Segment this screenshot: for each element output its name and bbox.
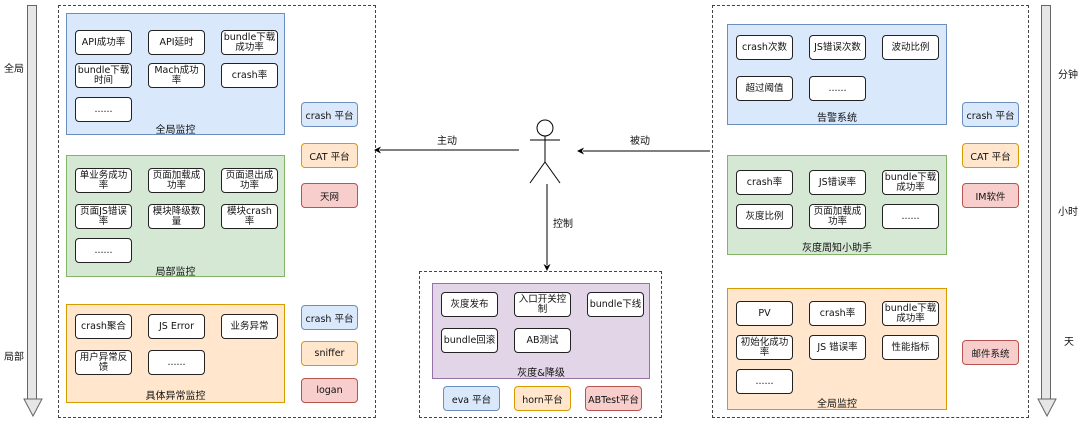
active-label: 主动	[437, 136, 457, 147]
metric-box: 性能指标	[882, 335, 939, 360]
platform-badge: crash 平台	[301, 305, 358, 330]
metric-box: 模块crash率	[221, 204, 278, 229]
metric-box: crash率	[736, 170, 793, 195]
gray-release-panel: 灰度发布 入口开关控制 bundle下线 bundle回滚 AB测试 灰度&降级	[432, 283, 650, 379]
metric-box-more: ......	[736, 369, 793, 394]
user-actor-icon	[529, 119, 561, 184]
metric-box: 模块降级数量	[148, 204, 205, 229]
metric-box: crash率	[221, 63, 278, 88]
control-box: 灰度发布	[441, 292, 498, 317]
platform-badge: eva 平台	[443, 386, 500, 411]
platform-badge: horn平台	[514, 386, 571, 411]
left-axis-bottom-label: 局部	[4, 352, 24, 363]
platform-badge: 天网	[301, 183, 358, 208]
metric-box: PV	[736, 301, 793, 326]
panel-title: 灰度周知小助手	[802, 243, 872, 254]
panel-title: 全局监控	[817, 399, 857, 410]
metric-box: API延时	[148, 30, 205, 55]
metric-box-more: ......	[75, 238, 132, 263]
right-axis-top-label: 分钟	[1058, 70, 1078, 81]
metric-box: 页面退出成功率	[221, 168, 278, 193]
panel-title: 全局监控	[155, 125, 196, 136]
metric-box: bundle下载成功率	[882, 170, 939, 195]
right-axis-middle-label: 小时	[1058, 207, 1078, 218]
platform-badge: CAT 平台	[962, 143, 1019, 168]
metric-box: 页面加载成功率	[148, 168, 205, 193]
platform-badge: CAT 平台	[301, 143, 358, 168]
metric-box: JS错误率	[809, 170, 866, 195]
platform-badge: ABTest平台	[585, 386, 642, 411]
metric-box: JS错误次数	[809, 35, 866, 60]
left-monitoring-container	[58, 5, 376, 418]
metric-box: 超过阈值	[736, 76, 793, 101]
metric-box: API成功率	[75, 30, 132, 55]
right-time-arrow	[1037, 5, 1057, 418]
control-box: AB测试	[514, 328, 571, 353]
control-box: 入口开关控制	[514, 292, 571, 317]
metric-box: 用户异常反馈	[75, 350, 132, 375]
platform-badge: IM软件	[962, 183, 1019, 208]
platform-badge: 邮件系统	[962, 340, 1019, 365]
global-monitoring-panel: API成功率 API延时 bundle下载成功率 bundle下载时间 Mach…	[66, 13, 285, 136]
metric-box: crash率	[809, 301, 866, 326]
left-axis-top-label: 全局	[4, 64, 24, 75]
metric-box: 灰度比例	[736, 204, 793, 229]
passive-arrow	[577, 147, 710, 155]
anomaly-monitoring-panel: crash聚合 JS Error 业务异常 用户异常反馈 ...... 具体异常…	[66, 304, 285, 403]
right-axis-bottom-label: 天	[1064, 337, 1074, 348]
metric-box: JS Error	[148, 314, 205, 339]
metric-box: 初始化成功率	[736, 335, 793, 360]
panel-title: 局部监控	[155, 267, 196, 278]
metric-box: bundle下载时间	[75, 63, 132, 88]
metric-box: 页面JS错误率	[75, 204, 132, 229]
panel-title: 灰度&降级	[517, 368, 565, 379]
gray-assistant-panel: crash率 JS错误率 bundle下载成功率 灰度比例 页面加载成功率 ..…	[727, 155, 947, 255]
passive-label: 被动	[630, 136, 650, 147]
right-notification-container	[712, 5, 1029, 418]
control-box: bundle下线	[587, 292, 644, 317]
metric-box-more: ......	[882, 204, 939, 229]
alarm-system-panel: crash次数 JS错误次数 波动比例 超过阈值 ...... 告警系统	[727, 24, 947, 125]
metric-box-more: ......	[809, 76, 866, 101]
active-arrow	[374, 146, 519, 154]
platform-badge: logan	[301, 378, 358, 403]
platform-badge: crash 平台	[962, 102, 1019, 127]
platform-badge: crash 平台	[301, 102, 358, 127]
control-arrow	[543, 184, 551, 271]
panel-title: 具体异常监控	[145, 391, 206, 402]
right-global-monitoring-panel: PV crash率 bundle下载成功率 初始化成功率 JS 错误率 性能指标…	[727, 288, 947, 410]
metric-box: 业务异常	[221, 314, 278, 339]
metric-box: 单业务成功率	[75, 168, 132, 193]
arrow-head-icon	[1037, 398, 1057, 418]
arrow-head-icon	[23, 398, 43, 418]
metric-box: 页面加载成功率	[809, 204, 866, 229]
metric-box: crash次数	[736, 35, 793, 60]
platform-badge: sniffer	[301, 341, 358, 366]
metric-box: Mach成功率	[148, 63, 205, 88]
metric-box-more: ......	[75, 97, 132, 122]
control-box: bundle回滚	[441, 328, 498, 353]
control-label: 控制	[553, 219, 573, 230]
metric-box: crash聚合	[75, 314, 132, 339]
metric-box: bundle下载成功率	[221, 30, 278, 55]
metric-box: bundle下载成功率	[882, 301, 939, 326]
metric-box: JS 错误率	[809, 335, 866, 360]
metric-box-more: ......	[148, 350, 205, 375]
metric-box: 波动比例	[882, 35, 939, 60]
local-monitoring-panel: 单业务成功率 页面加载成功率 页面退出成功率 页面JS错误率 模块降级数量 模块…	[66, 155, 285, 278]
gray-release-container	[419, 271, 662, 418]
left-scope-arrow	[23, 5, 43, 418]
panel-title: 告警系统	[817, 113, 857, 124]
